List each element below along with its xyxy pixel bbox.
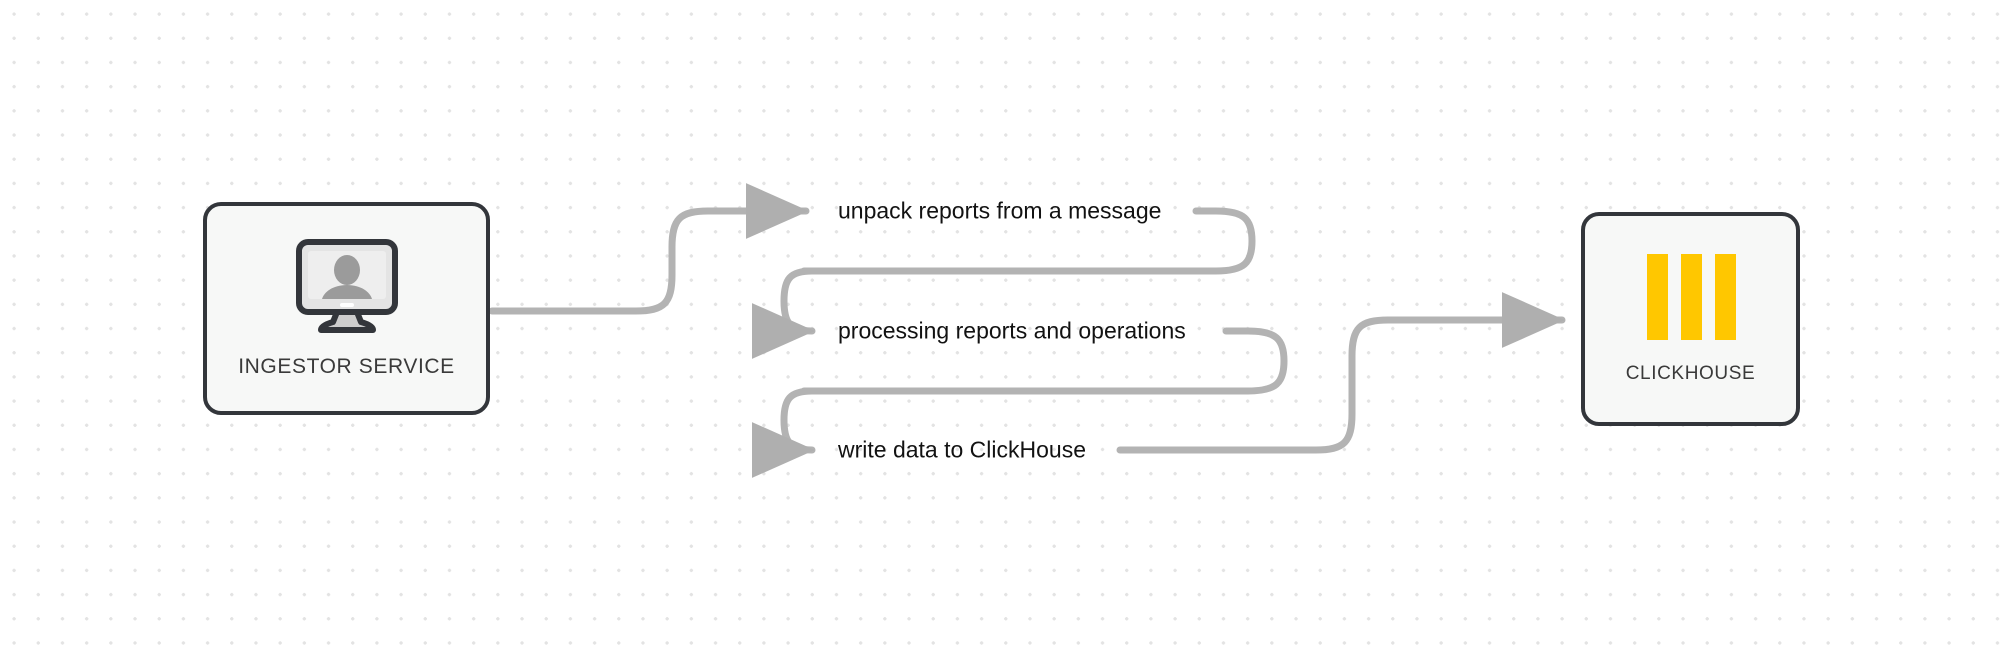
edge-path-processing-loop xyxy=(800,327,1288,395)
edge-path-to-write xyxy=(751,387,816,478)
edge-path-source-to-unpack xyxy=(488,183,810,315)
node-ingestor-service[interactable]: INGESTOR SERVICE xyxy=(203,202,490,415)
edge-path-write-to-clickhouse xyxy=(1116,292,1566,454)
node-ingestor-service-label: INGESTOR SERVICE xyxy=(238,355,455,378)
edge-path-unpack-loop xyxy=(800,207,1256,275)
node-clickhouse-label: CLICKHOUSE xyxy=(1625,362,1756,384)
clickhouse-bars-icon xyxy=(1645,253,1737,345)
edge-label-unpack-reports: unpack reports from a message xyxy=(838,197,1162,224)
edge-label-processing-reports: processing reports and operations xyxy=(838,317,1186,344)
monitor-user-icon xyxy=(289,238,405,339)
edge-label-write-data: write data to ClickHouse xyxy=(838,436,1086,463)
node-clickhouse[interactable]: CLICKHOUSE xyxy=(1581,212,1800,426)
edge-path-to-processing xyxy=(751,267,816,359)
